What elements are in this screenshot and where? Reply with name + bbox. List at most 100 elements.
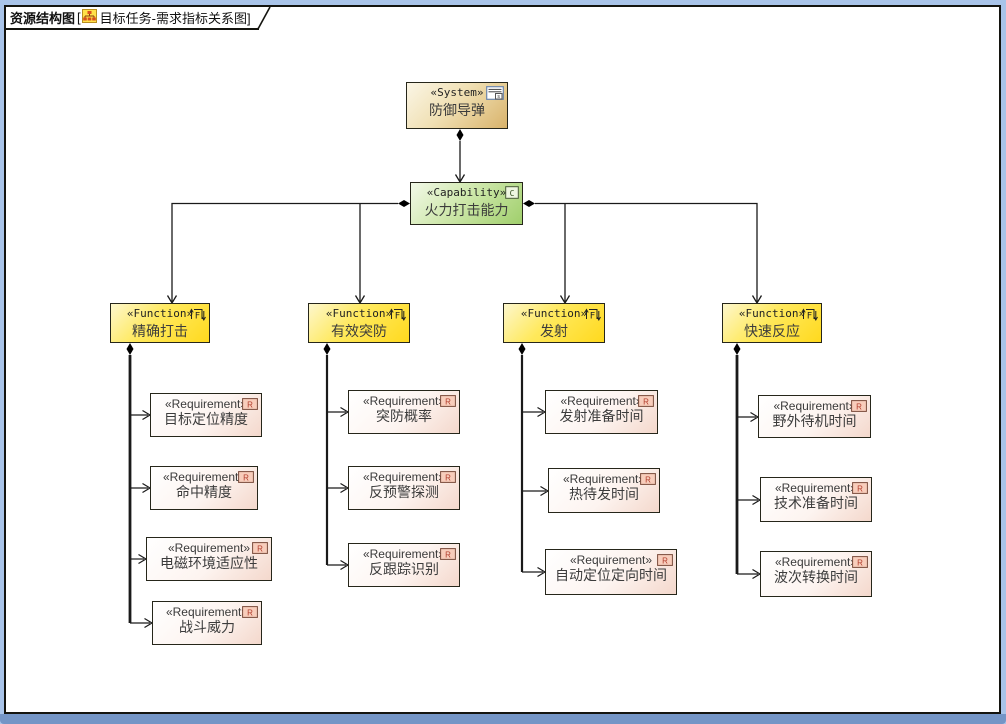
function-name: 有效突防 — [331, 323, 387, 339]
tab-title: 资源结构图 — [10, 11, 76, 26]
node-requirement-2-2[interactable]: «Requirement» R 反预警探测 — [348, 466, 460, 510]
requirement-stereotype: «Requirement» — [362, 470, 446, 484]
function-name: 快速反应 — [744, 323, 800, 339]
node-requirement-4-2[interactable]: «Requirement» R 技术准备时间 — [760, 477, 872, 522]
node-function-1[interactable]: «Function» F 精确打击 — [110, 303, 210, 343]
requirement-icon: R — [242, 605, 258, 623]
node-requirement-2-1[interactable]: «Requirement» R 突防概率 — [348, 390, 460, 434]
requirement-name: 战斗威力 — [179, 619, 235, 635]
node-function-2[interactable]: «Function» F 有效突防 — [308, 303, 410, 343]
node-requirement-4-1[interactable]: «Requirement» R 野外待机时间 — [758, 395, 871, 438]
node-requirement-2-3[interactable]: «Requirement» R 反跟踪识别 — [348, 543, 460, 587]
function-icon: F — [583, 307, 601, 327]
node-requirement-1-3[interactable]: «Requirement» R 电磁环境适应性 — [146, 537, 272, 581]
svg-text:R: R — [857, 558, 863, 567]
edge-function3-requirements — [518, 343, 550, 578]
open-arrowhead — [454, 174, 466, 184]
requirement-name: 反跟踪识别 — [369, 561, 439, 577]
requirement-name: 目标定位精度 — [164, 411, 248, 427]
svg-text:R: R — [445, 397, 451, 406]
function-icon: F — [388, 307, 406, 327]
composition-diamond — [456, 129, 464, 141]
svg-text:R: R — [857, 484, 863, 493]
requirement-name: 电磁环境适应性 — [160, 555, 258, 571]
requirement-icon: R — [242, 397, 258, 415]
edge-system-capability — [454, 129, 466, 184]
svg-text:R: R — [856, 402, 862, 411]
function-icon: F — [188, 307, 206, 327]
node-requirement-1-4[interactable]: «Requirement» R 战斗威力 — [152, 601, 262, 645]
system-stereotype: «System» — [430, 86, 484, 99]
requirement-stereotype: «Requirement» — [774, 555, 858, 569]
function-stereotype: «Function» — [738, 307, 806, 320]
node-requirement-1-2[interactable]: «Requirement» R 命中精度 — [150, 466, 258, 510]
requirement-stereotype: «Requirement» — [569, 553, 653, 567]
requirement-icon: R — [440, 394, 456, 412]
edge-function2-requirements — [323, 343, 350, 571]
node-function-4[interactable]: «Function» F 快速反应 — [722, 303, 822, 343]
requirement-icon: R — [252, 541, 268, 559]
node-system[interactable]: «System» s 防御导弹 — [406, 82, 508, 129]
svg-text:R: R — [645, 475, 651, 484]
requirement-icon: R — [852, 555, 868, 573]
requirement-name: 波次转换时间 — [774, 569, 858, 585]
svg-text:R: R — [662, 556, 668, 565]
node-requirement-1-1[interactable]: «Requirement» R 目标定位精度 — [150, 393, 262, 437]
open-arrowhead — [166, 295, 178, 305]
requirement-stereotype: «Requirement» — [362, 394, 446, 408]
svg-text:F: F — [590, 312, 595, 322]
open-arrowhead — [559, 295, 571, 305]
node-requirement-4-3[interactable]: «Requirement» R 波次转换时间 — [760, 551, 872, 597]
node-requirement-3-3[interactable]: «Requirement» R 自动定位定向时间 — [545, 549, 677, 595]
requirement-stereotype: «Requirement» — [165, 605, 249, 619]
edge-function4-requirements — [733, 343, 762, 580]
requirement-name: 自动定位定向时间 — [555, 567, 667, 583]
function-name: 精确打击 — [132, 323, 188, 339]
node-requirement-3-2[interactable]: «Requirement» R 热待发时间 — [548, 468, 660, 513]
svg-text:R: R — [243, 473, 249, 482]
node-function-3[interactable]: «Function» F 发射 — [503, 303, 605, 343]
composition-diamond — [126, 343, 134, 355]
requirement-name: 野外待机时间 — [772, 413, 857, 429]
composition-diamond — [323, 343, 331, 355]
edge-capability-left-functions — [166, 200, 410, 305]
requirement-icon: R — [440, 547, 456, 565]
svg-text:R: R — [247, 608, 253, 617]
capability-name: 火力打击能力 — [424, 202, 509, 218]
requirement-name: 发射准备时间 — [559, 408, 644, 424]
requirement-name: 反预警探测 — [369, 484, 439, 500]
requirement-stereotype: «Requirement» — [167, 541, 251, 555]
tab-diagram-name: 目标任务-需求指标关系图] — [99, 11, 251, 26]
svg-text:R: R — [643, 397, 649, 406]
svg-text:R: R — [257, 544, 263, 553]
svg-text:R: R — [247, 400, 253, 409]
diagram-canvas[interactable]: 资源结构图[ 目标任务-需求指标关系图] «System» s 防御导弹 «Ca… — [4, 5, 1001, 714]
requirement-icon: R — [238, 470, 254, 488]
tab-slant-edge — [257, 7, 271, 30]
system-icon: s — [486, 86, 504, 105]
system-name: 防御导弹 — [429, 102, 485, 118]
composition-diamond — [733, 343, 741, 355]
requirement-icon: R — [638, 394, 654, 412]
requirement-icon: R — [851, 399, 867, 417]
composition-diamond — [523, 200, 535, 207]
composition-diamond — [398, 200, 410, 207]
edge-function1-requirements — [126, 343, 154, 629]
open-arrowhead — [751, 295, 763, 305]
capability-icon: C — [505, 186, 519, 204]
requirement-stereotype: «Requirement» — [562, 472, 646, 486]
composition-diamond — [518, 343, 526, 355]
requirement-stereotype: «Requirement» — [162, 470, 246, 484]
svg-text:R: R — [445, 473, 451, 482]
svg-text:F: F — [195, 312, 200, 322]
requirement-stereotype: «Requirement» — [560, 394, 643, 408]
requirement-stereotype: «Requirement» — [773, 399, 856, 413]
diagram-tab[interactable]: 资源结构图[ 目标任务-需求指标关系图] — [6, 7, 259, 30]
function-stereotype: «Function» — [325, 307, 393, 320]
horizontal-scroll-area[interactable] — [0, 714, 1006, 724]
requirement-stereotype: «Requirement» — [774, 481, 858, 495]
requirement-name: 热待发时间 — [569, 486, 639, 502]
node-requirement-3-1[interactable]: «Requirement» R 发射准备时间 — [545, 390, 658, 434]
node-capability[interactable]: «Capability» C 火力打击能力 — [410, 182, 523, 225]
